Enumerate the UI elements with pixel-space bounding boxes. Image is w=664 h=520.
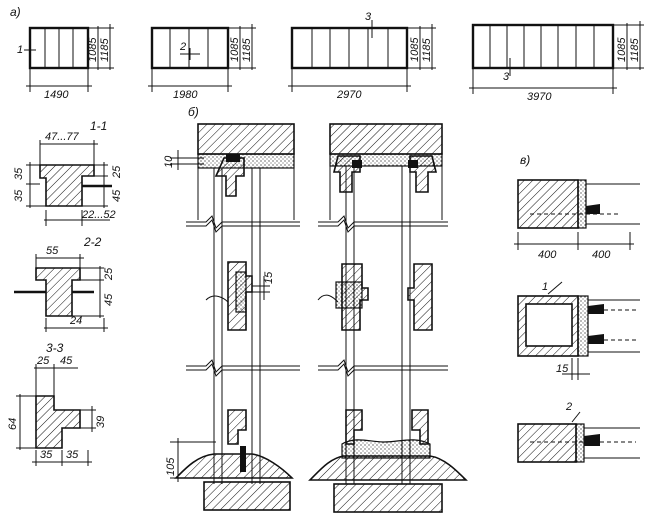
panel-2-mark: 2 [179,41,186,53]
section-3-3-left-h: 64 [7,418,19,430]
panel-4-h-inner: 1085 [616,37,628,62]
section-3-3-bottom-b: 35 [66,449,79,461]
detail-c-dim-a: 400 [538,249,557,261]
section-1-1-left-b: 35 [13,189,25,202]
panel-1-h-inner: 1085 [87,37,99,62]
panel-1-mark: 1 [17,44,23,56]
section-3-3-bottom-a: 35 [40,449,53,461]
panel-1-h-outer: 1185 [99,37,111,62]
panel-1-width: 1490 [44,89,69,101]
section-1-1-title: 1-1 [90,119,107,133]
detail-c-dim-b: 400 [592,249,611,261]
section-2-2-right-a: 25 [103,267,115,281]
panel-3-mark: 3 [365,11,372,23]
section-3-3: 3-3 25 45 64 39 35 35 [7,341,107,466]
section-2-2-top: 55 [46,245,59,257]
label-part-a: а) [10,5,21,19]
detail-c-bottom: 2 [517,401,640,463]
label-part-b: б) [188,105,199,119]
section-2-2-title: 2-2 [83,235,102,249]
panel-3-h-outer: 1185 [421,37,433,62]
panel-3: 3 2970 1085 1185 [288,11,436,101]
label-part-c: в) [520,153,530,167]
detail-b-dim-top: 10 [163,155,175,168]
panel-4-mark: 3 [503,71,510,83]
panel-2: 2 1980 1085 1185 [148,24,256,101]
detail-b-right [308,123,468,513]
detail-c-dim-c: 15 [556,363,569,375]
panel-2-h-outer: 1185 [241,37,253,62]
section-3-3-top-b: 45 [60,355,73,367]
section-3-3-title: 3-3 [46,341,64,355]
panel-3-width: 2970 [336,89,362,101]
section-1-1-left-a: 35 [13,167,25,180]
section-3-3-top-a: 25 [36,355,50,367]
section-1-1-bottom: 22...52 [81,209,116,221]
section-3-3-right-h: 39 [95,416,107,428]
section-2-2-right-b: 45 [103,293,115,306]
panel-2-width: 1980 [173,89,198,101]
detail-b-dim-mid: 15 [263,271,275,284]
panel-4-width: 3970 [527,91,552,103]
section-1-1-top: 47...77 [45,131,80,143]
detail-c-mark-1: 1 [542,281,548,293]
panel-3-h-inner: 1085 [409,37,421,62]
panel-2-h-inner: 1085 [229,37,241,62]
panel-4-h-outer: 1185 [629,37,641,62]
detail-c-middle: 1 15 [517,281,640,380]
section-1-1-right-b: 45 [111,189,123,202]
detail-b-dim-bottom: 105 [165,457,177,476]
detail-b-left: 10 15 105 [163,123,300,511]
section-1-1-right-a: 25 [111,165,123,179]
section-2-2-bottom: 24 [69,315,82,327]
panel-4: 3 3970 1085 1185 [469,21,644,103]
detail-c-mark-2: 2 [565,401,572,413]
detail-c-top: 400 400 [514,179,640,261]
panel-1: 1 1490 1085 1185 [17,24,114,101]
section-1-1: 1-1 47...77 22...52 35 35 25 45 [13,119,123,226]
section-2-2: 2-2 55 24 25 45 [14,235,115,332]
